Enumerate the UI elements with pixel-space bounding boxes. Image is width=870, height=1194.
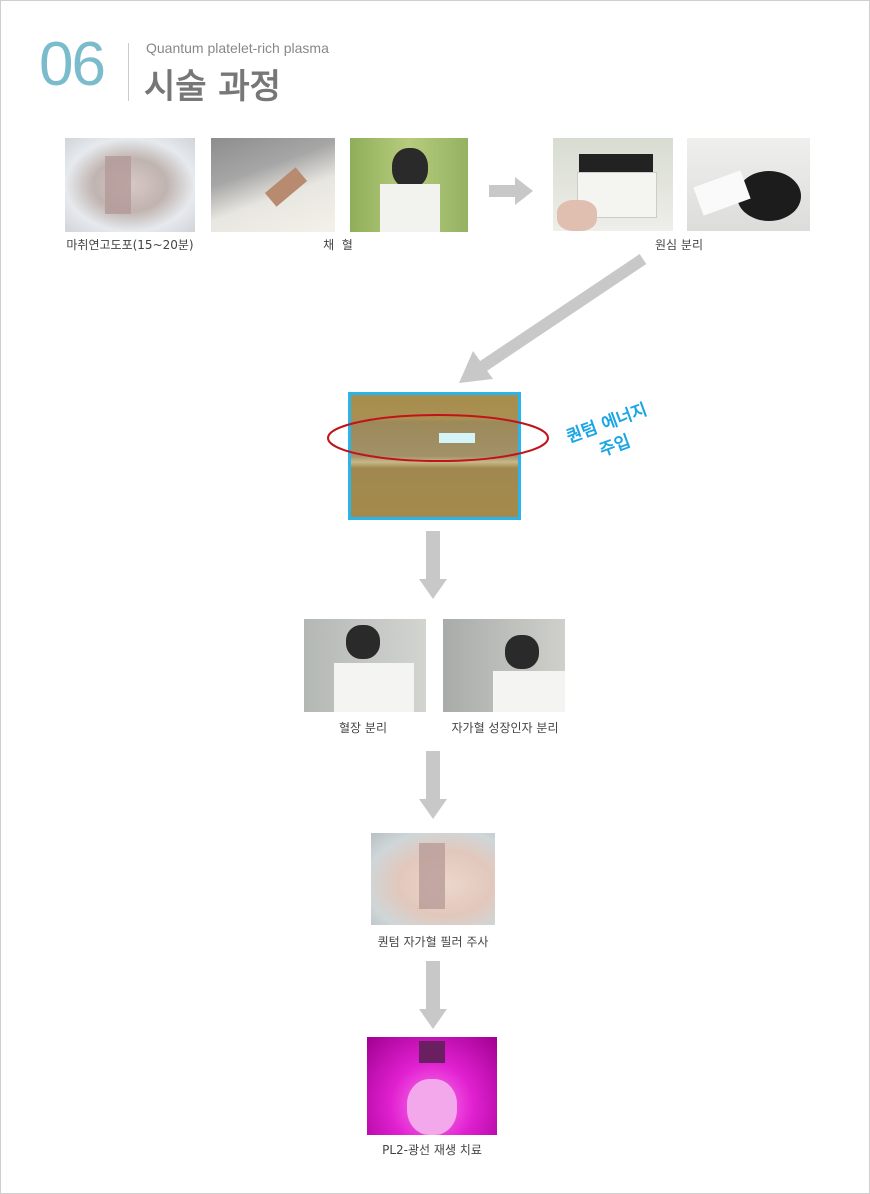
- section-subtitle: Quantum platelet-rich plasma: [146, 40, 329, 56]
- label-blood-draw: 채 혈: [323, 238, 353, 252]
- label-plasma-separation: 혈장 분리: [339, 721, 387, 735]
- quantum-energy-label: 퀀텀 에너지 주입: [563, 398, 658, 472]
- diagonal-arrow-icon: [459, 254, 647, 383]
- photo-plasma-separation: [304, 619, 426, 712]
- photo-light-therapy: [367, 1037, 497, 1135]
- photo-anesthesia: [65, 138, 195, 232]
- photo-centrifuge-1: [553, 138, 673, 231]
- highlight-ellipse: [327, 414, 549, 462]
- arrow-right-icon: [489, 177, 533, 205]
- label-filler-injection: 퀀텀 자가혈 필러 주사: [377, 935, 489, 949]
- photo-growth-factor: [443, 619, 565, 712]
- photo-centrifuge-2: [687, 138, 810, 231]
- photo-quantum-device: [348, 392, 521, 520]
- photo-blood-draw-1: [211, 138, 335, 232]
- photo-blood-draw-2: [350, 138, 468, 232]
- label-light-therapy: PL2-광선 재생 치료: [382, 1143, 482, 1157]
- label-centrifuge: 원심 분리: [655, 238, 703, 252]
- label-anesthesia: 마취연고도포(15~20분): [66, 238, 194, 252]
- photo-filler-injection: [371, 833, 495, 925]
- section-number: 06: [39, 30, 106, 99]
- divider: [128, 43, 129, 101]
- label-growth-factor: 자가혈 성장인자 분리: [451, 721, 559, 735]
- page-title: 시술 과정: [144, 67, 281, 107]
